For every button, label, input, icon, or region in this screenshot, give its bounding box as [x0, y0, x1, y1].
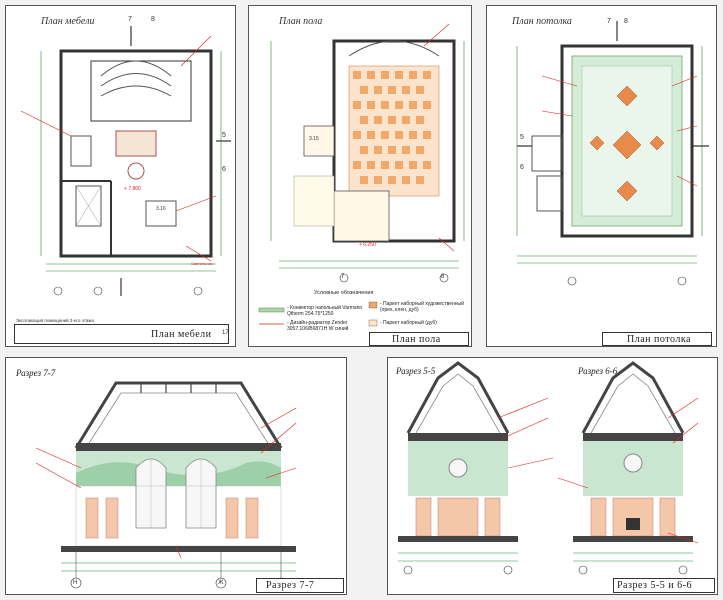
section-axis-7: 7 — [341, 274, 345, 280]
section-7-7-title: Разрез 7-7 — [16, 368, 56, 378]
sheet-section-5-5-6-6[interactable]: Разрез 5-5 Разрез 6-6 Разрез 5-5 и 6-6 — [387, 357, 718, 595]
section-5-6-stamp-title: Разрез 5-5 и 6-6 — [617, 580, 692, 591]
furniture-plan-title: План мебели — [41, 16, 95, 27]
room-label: 3.15 — [309, 136, 319, 142]
sheet-furniture-plan[interactable]: План мебели 7 8 5 6 3.16 + 7.800 Светиль… — [5, 5, 236, 347]
level-mark: + 7.800 — [124, 186, 141, 192]
section-7-7-drawing — [35, 381, 297, 589]
section-axis-6: 6 — [222, 166, 226, 173]
section-axis-8: 8 — [151, 16, 155, 23]
legend-item-radiator: - Дизайн-радиатор Zender 3057.106/В6871H… — [287, 320, 349, 332]
explication-note: Экспликация помещений 3-его этажа — [16, 318, 94, 323]
legend-item-convector: - Конвектор напольный Varmann Qtherm 254… — [287, 305, 363, 317]
section-5-6-drawing — [398, 361, 699, 575]
section-6-6-title: Разрез 6-6 — [578, 366, 618, 376]
room-label: 3.16 — [156, 206, 166, 212]
section-7-7-stamp-frame — [256, 578, 344, 593]
ceiling-plan-title: План потолка — [512, 16, 572, 27]
section-axis-7: 7 — [128, 16, 132, 23]
section-axis-8: 8 — [441, 274, 445, 280]
ceiling-plan-drawing — [516, 21, 709, 286]
furniture-stamp-frame — [14, 324, 229, 344]
sheet-ceiling-plan[interactable]: План потолка 7 8 5 6 План потолка — [486, 5, 717, 347]
section-5-6-stamp-frame — [613, 578, 715, 593]
floor-plan-drawing — [258, 23, 465, 327]
axis-zh-label: Ж — [218, 580, 224, 586]
ceiling-stamp-frame — [602, 332, 712, 346]
legend-red-note: Светильник — [191, 261, 213, 266]
section-5-5-title: Разрез 5-5 — [396, 366, 436, 376]
axis-n-label: Н — [73, 580, 78, 586]
section-axis-6: 6 — [520, 164, 524, 171]
floor-plan-title: План пола — [279, 16, 323, 27]
floor-stamp-frame — [369, 332, 469, 346]
sheet-floor-plan[interactable]: План пола 3.15 + 6.250 7 8 Условные обоз… — [248, 5, 472, 347]
section-axis-5: 5 — [520, 134, 524, 141]
sheet-section-7-7[interactable]: Разрез 7-7 Н Ж А Разрез 7-7 — [5, 357, 347, 595]
section-axis-7: 7 — [607, 18, 611, 25]
legend-item-art-parquet: - Паркет наборный художественный (орех, … — [380, 301, 464, 313]
furniture-plan-drawing — [20, 26, 231, 296]
legend-title: Условные обозначения — [314, 290, 374, 296]
section-axis-5: 5 — [222, 132, 226, 139]
sheet-number: 17 — [222, 330, 229, 336]
floor-stamp-title: План пола — [392, 334, 441, 345]
legend-item-parquet: - Паркет наборный (дуб) — [380, 320, 437, 326]
ceiling-stamp-title: План потолка — [627, 334, 691, 345]
section-axis-8: 8 — [624, 18, 628, 25]
level-mark: + 6.250 — [359, 242, 376, 248]
section-7-7-stamp-title: Разрез 7-7 — [266, 580, 315, 591]
furniture-stamp-title: План мебели — [151, 329, 212, 340]
